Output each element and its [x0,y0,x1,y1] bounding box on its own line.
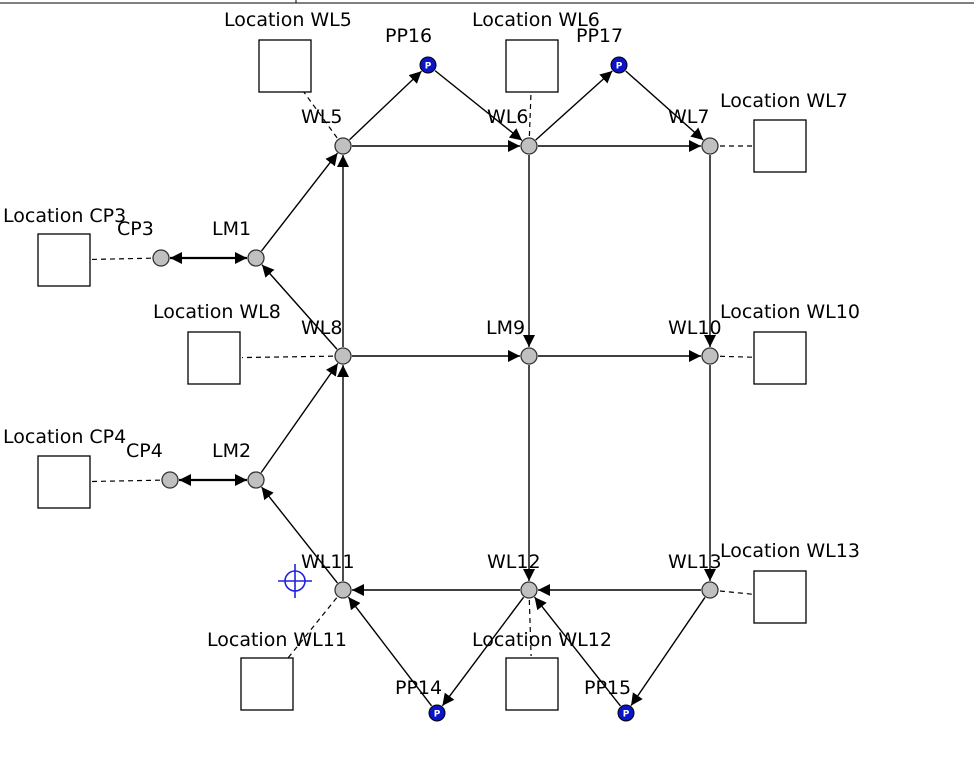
location-box[interactable] [753,119,807,173]
parking-glyph: P [623,710,630,720]
waypoint[interactable] [701,581,719,599]
location-box[interactable] [753,570,807,624]
location-link [528,599,532,657]
location-box[interactable] [240,657,294,711]
location-label: Location WL12 [472,629,612,651]
point-label: PP16 [385,25,432,47]
point-label: LM9 [486,317,525,339]
path-arrow[interactable] [261,264,338,350]
path-arrow[interactable] [535,70,613,141]
path-arrow[interactable] [260,152,339,252]
location-box[interactable] [753,331,807,385]
waypoint[interactable] [520,581,538,599]
point-label: WL7 [668,106,709,128]
location-label: Location WL10 [720,301,860,323]
waypoint[interactable] [247,471,265,489]
location-link [719,355,753,358]
location-link [284,597,338,663]
path-arrow[interactable] [534,596,621,707]
path-arrow[interactable] [349,70,422,141]
location-link [528,93,532,137]
path-arrow[interactable] [441,596,525,707]
parking-glyph: P [616,62,623,72]
location-link [241,355,334,359]
waypoint[interactable] [334,347,352,365]
location-link [300,88,338,139]
location-box[interactable] [37,233,91,287]
point-label: WL12 [487,551,541,573]
path-arrow[interactable] [630,597,706,706]
paths-layer [170,70,716,707]
point-label: CP3 [117,218,154,240]
waypoint[interactable] [701,347,719,365]
waypoint[interactable] [161,471,179,489]
waypoint[interactable] [520,347,538,365]
waypoint[interactable] [152,249,170,267]
location-label: Location WL5 [224,9,352,31]
path-arrow[interactable] [347,596,433,707]
location-box[interactable] [37,455,91,509]
location-label: Location WL6 [472,9,600,31]
location-link [91,479,161,483]
path-arrow[interactable] [261,486,338,584]
parking-glyph: P [425,62,432,72]
location-box[interactable] [187,331,241,385]
location-label: Location CP4 [3,426,126,448]
point-label: WL6 [487,106,528,128]
parking-glyph: P [434,710,441,720]
point-label: PP17 [576,25,623,47]
path-arrow[interactable] [434,70,523,141]
location-links [91,88,753,663]
location-label: Location WL13 [720,540,860,562]
parking-point[interactable] [617,704,635,722]
point-label: WL11 [301,551,355,573]
location-box[interactable] [258,39,312,93]
point-label: LM2 [212,440,251,462]
path-arrow[interactable] [260,362,339,474]
waypoint[interactable] [334,581,352,599]
location-link [91,257,152,261]
path-arrow[interactable] [625,70,704,141]
parking-point[interactable] [428,704,446,722]
waypoint[interactable] [334,137,352,155]
location-box[interactable] [505,39,559,93]
point-label: WL5 [301,106,342,128]
point-label: WL8 [301,317,342,339]
point-label: PP15 [584,677,631,699]
waypoint[interactable] [247,249,265,267]
crosshair-icon [278,564,312,598]
parking-point[interactable] [419,56,437,74]
point-label: CP4 [126,440,163,462]
waypoint[interactable] [520,137,538,155]
point-label: PP14 [395,677,442,699]
location-label: Location WL8 [153,301,281,323]
location-label: Location CP3 [3,205,126,227]
location-label: Location WL11 [207,629,347,651]
location-label: Location WL7 [720,90,848,112]
location-link [719,590,753,595]
point-label: WL10 [668,317,722,339]
point-label: LM1 [212,218,251,240]
point-label: WL13 [668,551,722,573]
location-box[interactable] [505,657,559,711]
waypoint[interactable] [701,137,719,155]
parking-point[interactable] [610,56,628,74]
